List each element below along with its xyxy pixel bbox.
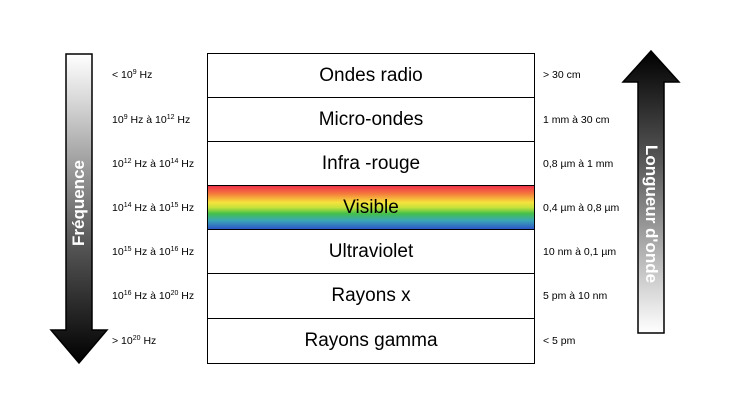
wavelength-label: Longueur d'onde [642, 144, 661, 284]
frequency-arrow [49, 53, 109, 365]
wavelength-range: 10 nm à 0,1 µm [543, 246, 617, 258]
wavelength-arrow [621, 49, 681, 334]
spectrum-stack: Ondes radio Micro-ondes Infra -rouge Vis… [207, 53, 535, 364]
band-label: Micro-ondes [318, 108, 424, 130]
wavelength-range: 0,8 µm à 1 mm [543, 158, 614, 170]
wavelength-range: < 5 pm [543, 335, 576, 347]
band-radio: Ondes radio [208, 54, 534, 99]
frequency-range: 1012 Hz à 1014 Hz [112, 158, 195, 170]
wavelength-range: 1 mm à 30 cm [543, 114, 610, 126]
frequency-range: 1014 Hz à 1015 Hz [112, 202, 195, 214]
wavelength-range: 5 pm à 10 nm [543, 290, 608, 302]
frequency-range: > 1020 Hz [112, 335, 157, 347]
frequency-range: 109 Hz à 1012 Hz [112, 114, 191, 126]
band-xray: Rayons x [208, 274, 534, 319]
band-label: Ondes radio [319, 64, 423, 86]
band-label: Infra -rouge [321, 152, 421, 174]
band-label: Visible [343, 196, 399, 218]
band-label: Ultraviolet [328, 240, 414, 262]
frequency-range: 1015 Hz à 1016 Hz [112, 246, 195, 258]
frequency-range: < 109 Hz [112, 69, 153, 81]
wavelength-range: > 30 cm [543, 69, 581, 81]
band-label: Rayons gamma [304, 329, 438, 351]
band-visible: Visible [208, 186, 534, 231]
band-infrared: Infra -rouge [208, 142, 534, 187]
frequency-label: Fréquence [69, 160, 88, 246]
frequency-range: 1016 Hz à 1020 Hz [112, 290, 195, 302]
band-label: Rayons x [331, 285, 411, 307]
band-microwave: Micro-ondes [208, 98, 534, 143]
band-ultraviolet: Ultraviolet [208, 230, 534, 275]
band-gamma: Rayons gamma [208, 319, 534, 363]
wavelength-range: 0,4 µm à 0,8 µm [543, 202, 620, 214]
